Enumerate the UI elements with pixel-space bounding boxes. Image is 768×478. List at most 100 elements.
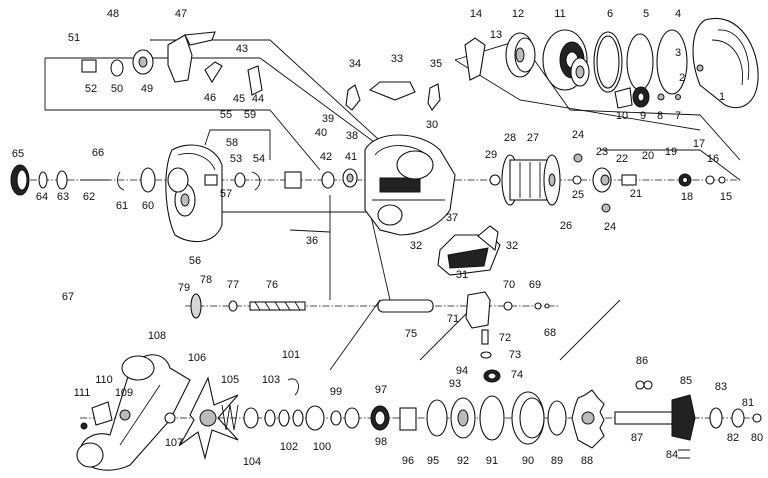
drag-stack — [221, 378, 417, 431]
part-label-16: 16 — [707, 153, 719, 165]
part-label-66: 66 — [92, 147, 104, 159]
part-label-80: 80 — [751, 432, 763, 444]
part-label-86: 86 — [636, 355, 648, 367]
part-label-63: 63 — [57, 191, 69, 203]
star-drag — [179, 376, 239, 461]
part-label-79: 79 — [178, 282, 190, 294]
parts-9-10 — [614, 86, 681, 109]
part-label-76: 76 — [266, 279, 278, 291]
part-label-5: 5 — [643, 8, 649, 20]
part-label-89: 89 — [551, 455, 563, 467]
part-label-103: 103 — [262, 374, 280, 386]
part-label-38: 38 — [346, 130, 358, 142]
part-label-102: 102 — [280, 441, 298, 453]
thumb-bar — [437, 225, 501, 276]
part-12 — [505, 32, 536, 78]
part-label-110: 110 — [95, 374, 113, 386]
parts-73-75 — [480, 329, 501, 383]
handle-assembly — [76, 354, 191, 471]
part-23 — [592, 167, 612, 193]
part-label-70: 70 — [503, 279, 515, 291]
part-label-100: 100 — [313, 441, 331, 453]
part-label-92: 92 — [457, 455, 469, 467]
part-label-39: 39 — [322, 113, 334, 125]
part-label-107: 107 — [165, 437, 183, 449]
part-label-109: 109 — [115, 387, 133, 399]
part-label-90: 90 — [522, 455, 534, 467]
part-label-19: 19 — [665, 146, 677, 158]
part-label-95: 95 — [427, 455, 439, 467]
part-label-65: 65 — [12, 148, 24, 160]
o-rings-4-6 — [593, 29, 688, 95]
spool — [501, 154, 561, 206]
part-label-54: 54 — [253, 153, 265, 165]
part-label-60: 60 — [142, 200, 154, 212]
part-label-104: 104 — [243, 456, 261, 468]
part-label-15: 15 — [720, 191, 732, 203]
part-label-98: 98 — [375, 436, 387, 448]
part-label-64: 64 — [36, 191, 48, 203]
part-label-50: 50 — [111, 83, 123, 95]
part-label-44: 44 — [252, 93, 264, 105]
side-cover-right — [692, 17, 759, 109]
part-label-91: 91 — [486, 455, 498, 467]
part-label-59: 59 — [244, 109, 256, 121]
brake-assembly — [542, 29, 590, 91]
pinion-assembly — [614, 380, 762, 459]
part-label-17: 17 — [693, 138, 705, 150]
right-shaft-parts — [489, 153, 726, 213]
part-label-20: 20 — [642, 150, 654, 162]
part-label-18: 18 — [681, 191, 693, 203]
part-label-9: 9 — [640, 110, 646, 122]
part-label-94: 94 — [456, 365, 468, 377]
part-label-42: 42 — [320, 151, 332, 163]
part-label-68: 68 — [544, 327, 556, 339]
part-label-81: 81 — [742, 397, 754, 409]
part-label-26: 26 — [560, 220, 572, 232]
part-label-32: 32 — [506, 240, 518, 252]
part-label-108: 108 — [148, 330, 166, 342]
part-label-3: 3 — [675, 47, 681, 59]
part-label-46: 46 — [204, 92, 216, 104]
part-label-93: 93 — [449, 378, 461, 390]
part-label-41: 41 — [345, 151, 357, 163]
left-shaft-parts — [38, 167, 358, 193]
part-label-8: 8 — [657, 110, 663, 122]
drag-gear-set — [426, 389, 605, 449]
part-label-75: 75 — [405, 328, 417, 340]
part-label-101: 101 — [282, 349, 300, 361]
part-label-32: 32 — [410, 240, 422, 252]
part-label-43: 43 — [236, 43, 248, 55]
rod-36 — [289, 229, 331, 233]
top-covers — [345, 81, 441, 111]
part-label-33: 33 — [391, 53, 403, 65]
part-label-2: 2 — [679, 72, 685, 84]
part-label-35: 35 — [430, 58, 442, 70]
part-label-13: 13 — [490, 29, 502, 41]
part-label-25: 25 — [572, 189, 584, 201]
part-label-105: 105 — [221, 374, 239, 386]
part-label-55: 55 — [220, 109, 232, 121]
part-label-61: 61 — [116, 200, 128, 212]
part-label-111: 111 — [74, 387, 91, 399]
part-label-96: 96 — [402, 455, 414, 467]
part-14 — [464, 37, 486, 81]
cast-control-knob — [10, 164, 30, 196]
part-label-10: 10 — [616, 110, 628, 122]
part-label-11: 11 — [554, 8, 565, 20]
left-side-plate — [165, 144, 223, 243]
part-label-22: 22 — [616, 153, 628, 165]
part-label-77: 77 — [227, 279, 239, 291]
part-number-labels: 1234567891011121314151617181920212223242… — [12, 8, 763, 468]
main-frame — [364, 134, 456, 236]
part-label-28: 28 — [504, 132, 516, 144]
part-label-23: 23 — [596, 146, 608, 158]
part-label-31: 31 — [456, 269, 468, 281]
part-label-51: 51 — [68, 32, 80, 44]
part-label-82: 82 — [727, 432, 739, 444]
part-label-58: 58 — [226, 137, 238, 149]
part-label-24: 24 — [572, 129, 584, 141]
part-label-53: 53 — [230, 153, 242, 165]
part-label-49: 49 — [141, 83, 153, 95]
